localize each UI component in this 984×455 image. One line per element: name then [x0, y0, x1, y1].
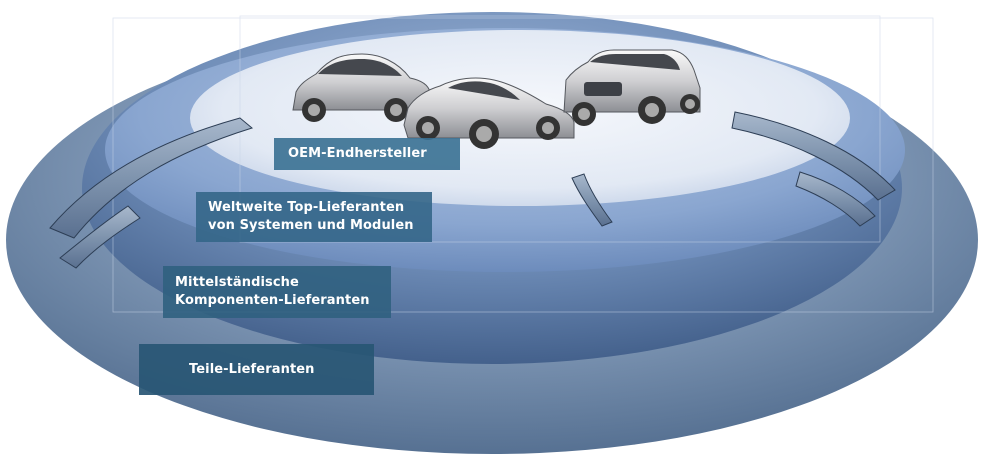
tier-label-line: OEM-Endhersteller [288, 146, 427, 161]
tier-label-line: Mittelständische [175, 275, 299, 290]
tier-label-line: Komponenten-Lieferanten [175, 293, 370, 308]
arrow-left-upper [49, 117, 254, 239]
tier-label-top-suppliers: Weltweite Top-Lieferanten von Systemen u… [196, 192, 432, 242]
tier-label-line: von Systemen und Modulen [208, 218, 414, 233]
tier-label-oem: OEM-Endhersteller [274, 138, 460, 170]
suv-car [563, 49, 701, 126]
tier-label-parts-suppliers: Teile-Lieferanten [139, 344, 374, 395]
arrow-right-lower [795, 171, 876, 227]
arrow-left-lower [59, 205, 141, 269]
sports-car [403, 77, 575, 149]
tier-label-line: Teile-Lieferanten [189, 361, 315, 377]
sedan-car [292, 53, 431, 122]
arrow-center [571, 173, 613, 227]
tier-label-line: Weltweite Top-Lieferanten [208, 200, 405, 215]
arrow-right-upper [731, 111, 896, 201]
tier-label-component-suppliers: Mittelständische Komponenten-Lieferanten [163, 266, 391, 318]
